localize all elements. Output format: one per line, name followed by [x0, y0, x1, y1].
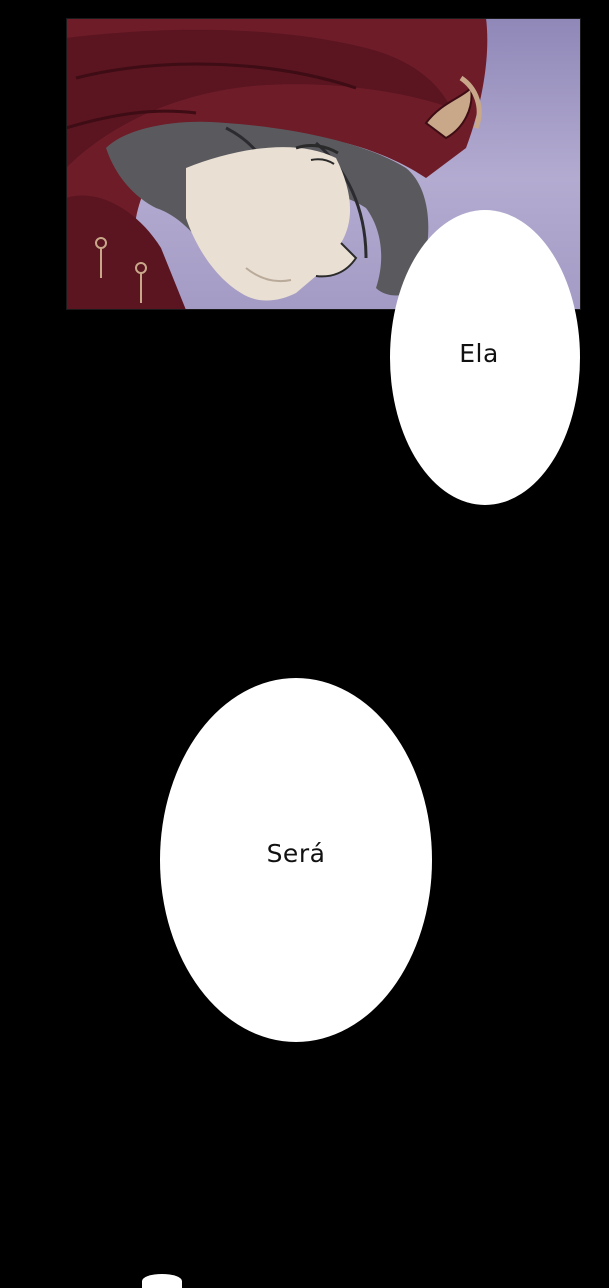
speech-bubble-edge — [142, 1274, 182, 1288]
hooded-figure-profile-illustration — [66, 18, 581, 310]
comic-panel — [66, 18, 581, 310]
speech-bubble-text: Ela — [459, 339, 499, 368]
speech-bubble-text: Será — [266, 838, 326, 868]
speech-bubble: Será — [160, 678, 432, 1042]
speech-bubble: Ela — [390, 210, 580, 505]
